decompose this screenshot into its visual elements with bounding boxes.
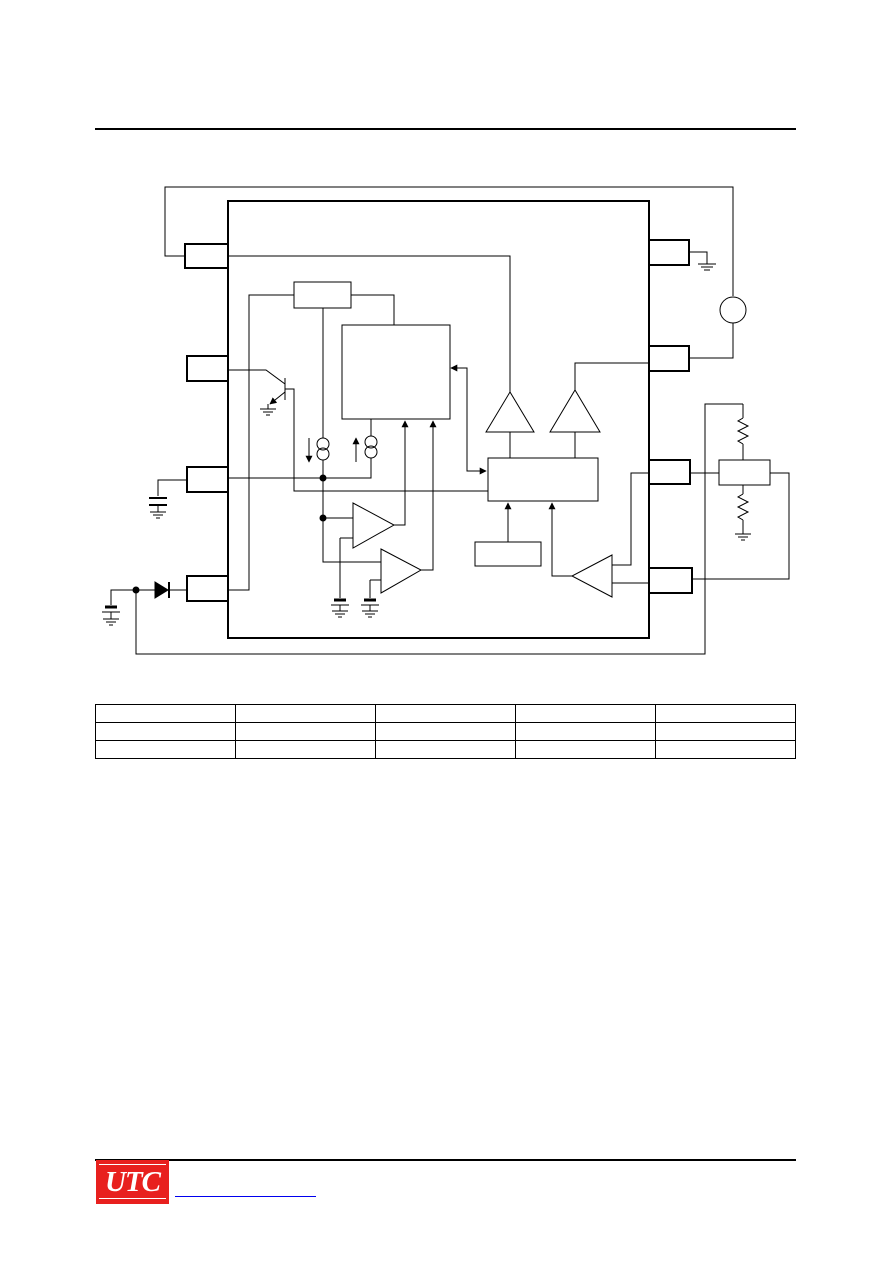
motor-icon bbox=[719, 296, 747, 324]
table-cell bbox=[515, 740, 656, 759]
comparator-1 bbox=[352, 502, 396, 549]
spec-table bbox=[95, 704, 796, 759]
pin-right-1 bbox=[648, 239, 690, 266]
ground-icon-transistor bbox=[260, 408, 276, 416]
resistor-top-icon bbox=[736, 417, 750, 445]
pin-right-4 bbox=[648, 567, 693, 594]
wire-cap bbox=[157, 479, 187, 496]
block-small-top bbox=[293, 281, 352, 309]
ground-icon-right bbox=[698, 263, 716, 271]
wire-ground-right bbox=[689, 251, 708, 264]
wire-logic-to-control bbox=[450, 364, 487, 475]
pin-right-2 bbox=[648, 345, 690, 372]
transistor-emitter bbox=[269, 391, 286, 405]
block-small-bottom bbox=[474, 541, 542, 567]
wire-motor-to-pin bbox=[689, 323, 734, 359]
wire-comp1-out bbox=[394, 420, 409, 526]
ic-package-outline bbox=[227, 200, 650, 639]
table-cell bbox=[655, 704, 796, 723]
table-cell bbox=[95, 740, 236, 759]
wire-external-bottom-loop bbox=[135, 403, 743, 655]
wire-diode-left bbox=[110, 589, 155, 605]
ground-icon-bat1 bbox=[332, 610, 348, 618]
table-cell bbox=[375, 740, 516, 759]
buffer-1 bbox=[485, 391, 535, 433]
header-rule bbox=[95, 128, 796, 130]
table-cell bbox=[95, 704, 236, 723]
block-logic-main bbox=[341, 324, 451, 420]
comparator-2 bbox=[380, 548, 423, 594]
table-row bbox=[95, 740, 796, 759]
wire-transistor-base bbox=[228, 369, 286, 385]
wire-amp-out bbox=[548, 502, 572, 577]
utc-logo: UTC bbox=[96, 1160, 169, 1204]
wire-external-top-loop bbox=[164, 186, 734, 296]
table-cell bbox=[235, 722, 376, 741]
pin-left-3 bbox=[186, 466, 229, 493]
wire-cs2-bottom bbox=[323, 458, 372, 479]
table-cell bbox=[655, 740, 796, 759]
wire-transistor-collector bbox=[285, 388, 488, 492]
pin-left-1 bbox=[184, 243, 229, 269]
wire-internal-top bbox=[228, 255, 511, 392]
pin-left-4 bbox=[186, 575, 229, 602]
ground-icon-battery-left bbox=[103, 618, 119, 626]
ground-icon-resistor bbox=[735, 533, 751, 541]
table-cell bbox=[375, 704, 516, 723]
current-source-1-icon-a bbox=[316, 437, 330, 451]
ground-icon-capacitor bbox=[150, 511, 166, 519]
footer-link[interactable] bbox=[175, 1196, 316, 1197]
sensor-block bbox=[718, 459, 771, 486]
junction-3 bbox=[132, 586, 140, 594]
wire-sensor-right-loop bbox=[692, 472, 790, 580]
wire-comp2-in bbox=[322, 548, 381, 563]
ground-icon-bat2 bbox=[362, 610, 378, 618]
resistor-bottom-icon bbox=[736, 493, 750, 521]
pin-right-3 bbox=[648, 459, 691, 485]
table-cell bbox=[515, 722, 656, 741]
table-row bbox=[95, 722, 796, 741]
wire-comp2-out bbox=[421, 420, 437, 571]
buffer-2 bbox=[549, 389, 601, 433]
wire-amp-in-a bbox=[612, 472, 649, 566]
pin-left-2 bbox=[186, 355, 229, 382]
table-cell bbox=[655, 722, 796, 741]
table-cell bbox=[235, 740, 376, 759]
wire-smallbox-left bbox=[228, 294, 294, 591]
diode-icon bbox=[154, 581, 169, 599]
table-cell bbox=[515, 704, 656, 723]
footer-rule bbox=[95, 1159, 796, 1161]
wire-smallbox-right bbox=[351, 294, 395, 325]
block-control bbox=[487, 457, 599, 502]
logo-text: UTC bbox=[105, 1166, 161, 1198]
block-diagram bbox=[102, 186, 790, 655]
table-row bbox=[95, 704, 796, 723]
table-cell bbox=[375, 722, 516, 741]
table-cell bbox=[235, 704, 376, 723]
amplifier-input bbox=[570, 554, 613, 598]
wire-buffer2-up bbox=[574, 362, 649, 390]
table-cell bbox=[95, 722, 236, 741]
